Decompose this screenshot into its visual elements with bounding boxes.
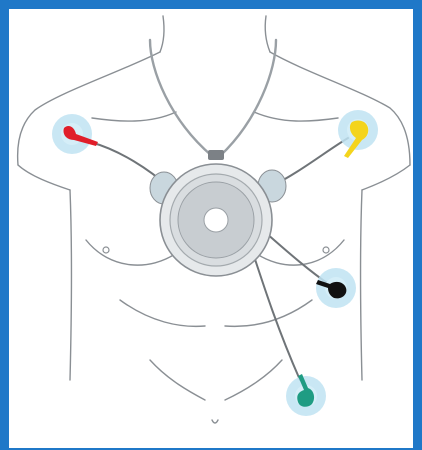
right-collarbone [254,112,338,121]
left-torso-side [70,190,72,380]
right-nipple [323,247,329,253]
electrode-green [286,374,326,416]
navel [212,420,218,423]
right-torso-side [361,190,363,380]
neck-lanyard [150,40,276,156]
rib-line-right [225,300,312,326]
lanyard-left-strand [150,40,212,156]
rib-line-left [120,300,205,326]
electrode-yellow [338,110,378,158]
device-clip [208,150,224,160]
left-shoulder-outline [18,52,160,165]
electrode-red [52,114,98,154]
right-armpit [362,165,410,190]
left-nipple [103,247,109,253]
lanyard-right-strand [220,40,276,156]
left-armpit [18,165,70,190]
neck-left-line [160,16,164,52]
right-shoulder-outline [270,52,410,165]
electrode-black [316,268,356,308]
abdomen-line-right [225,360,282,400]
device-center-button [204,208,228,232]
abdomen-line-left [150,360,205,400]
left-pectoral [86,240,178,265]
neck-right-line [265,16,270,52]
left-collarbone [92,112,176,121]
